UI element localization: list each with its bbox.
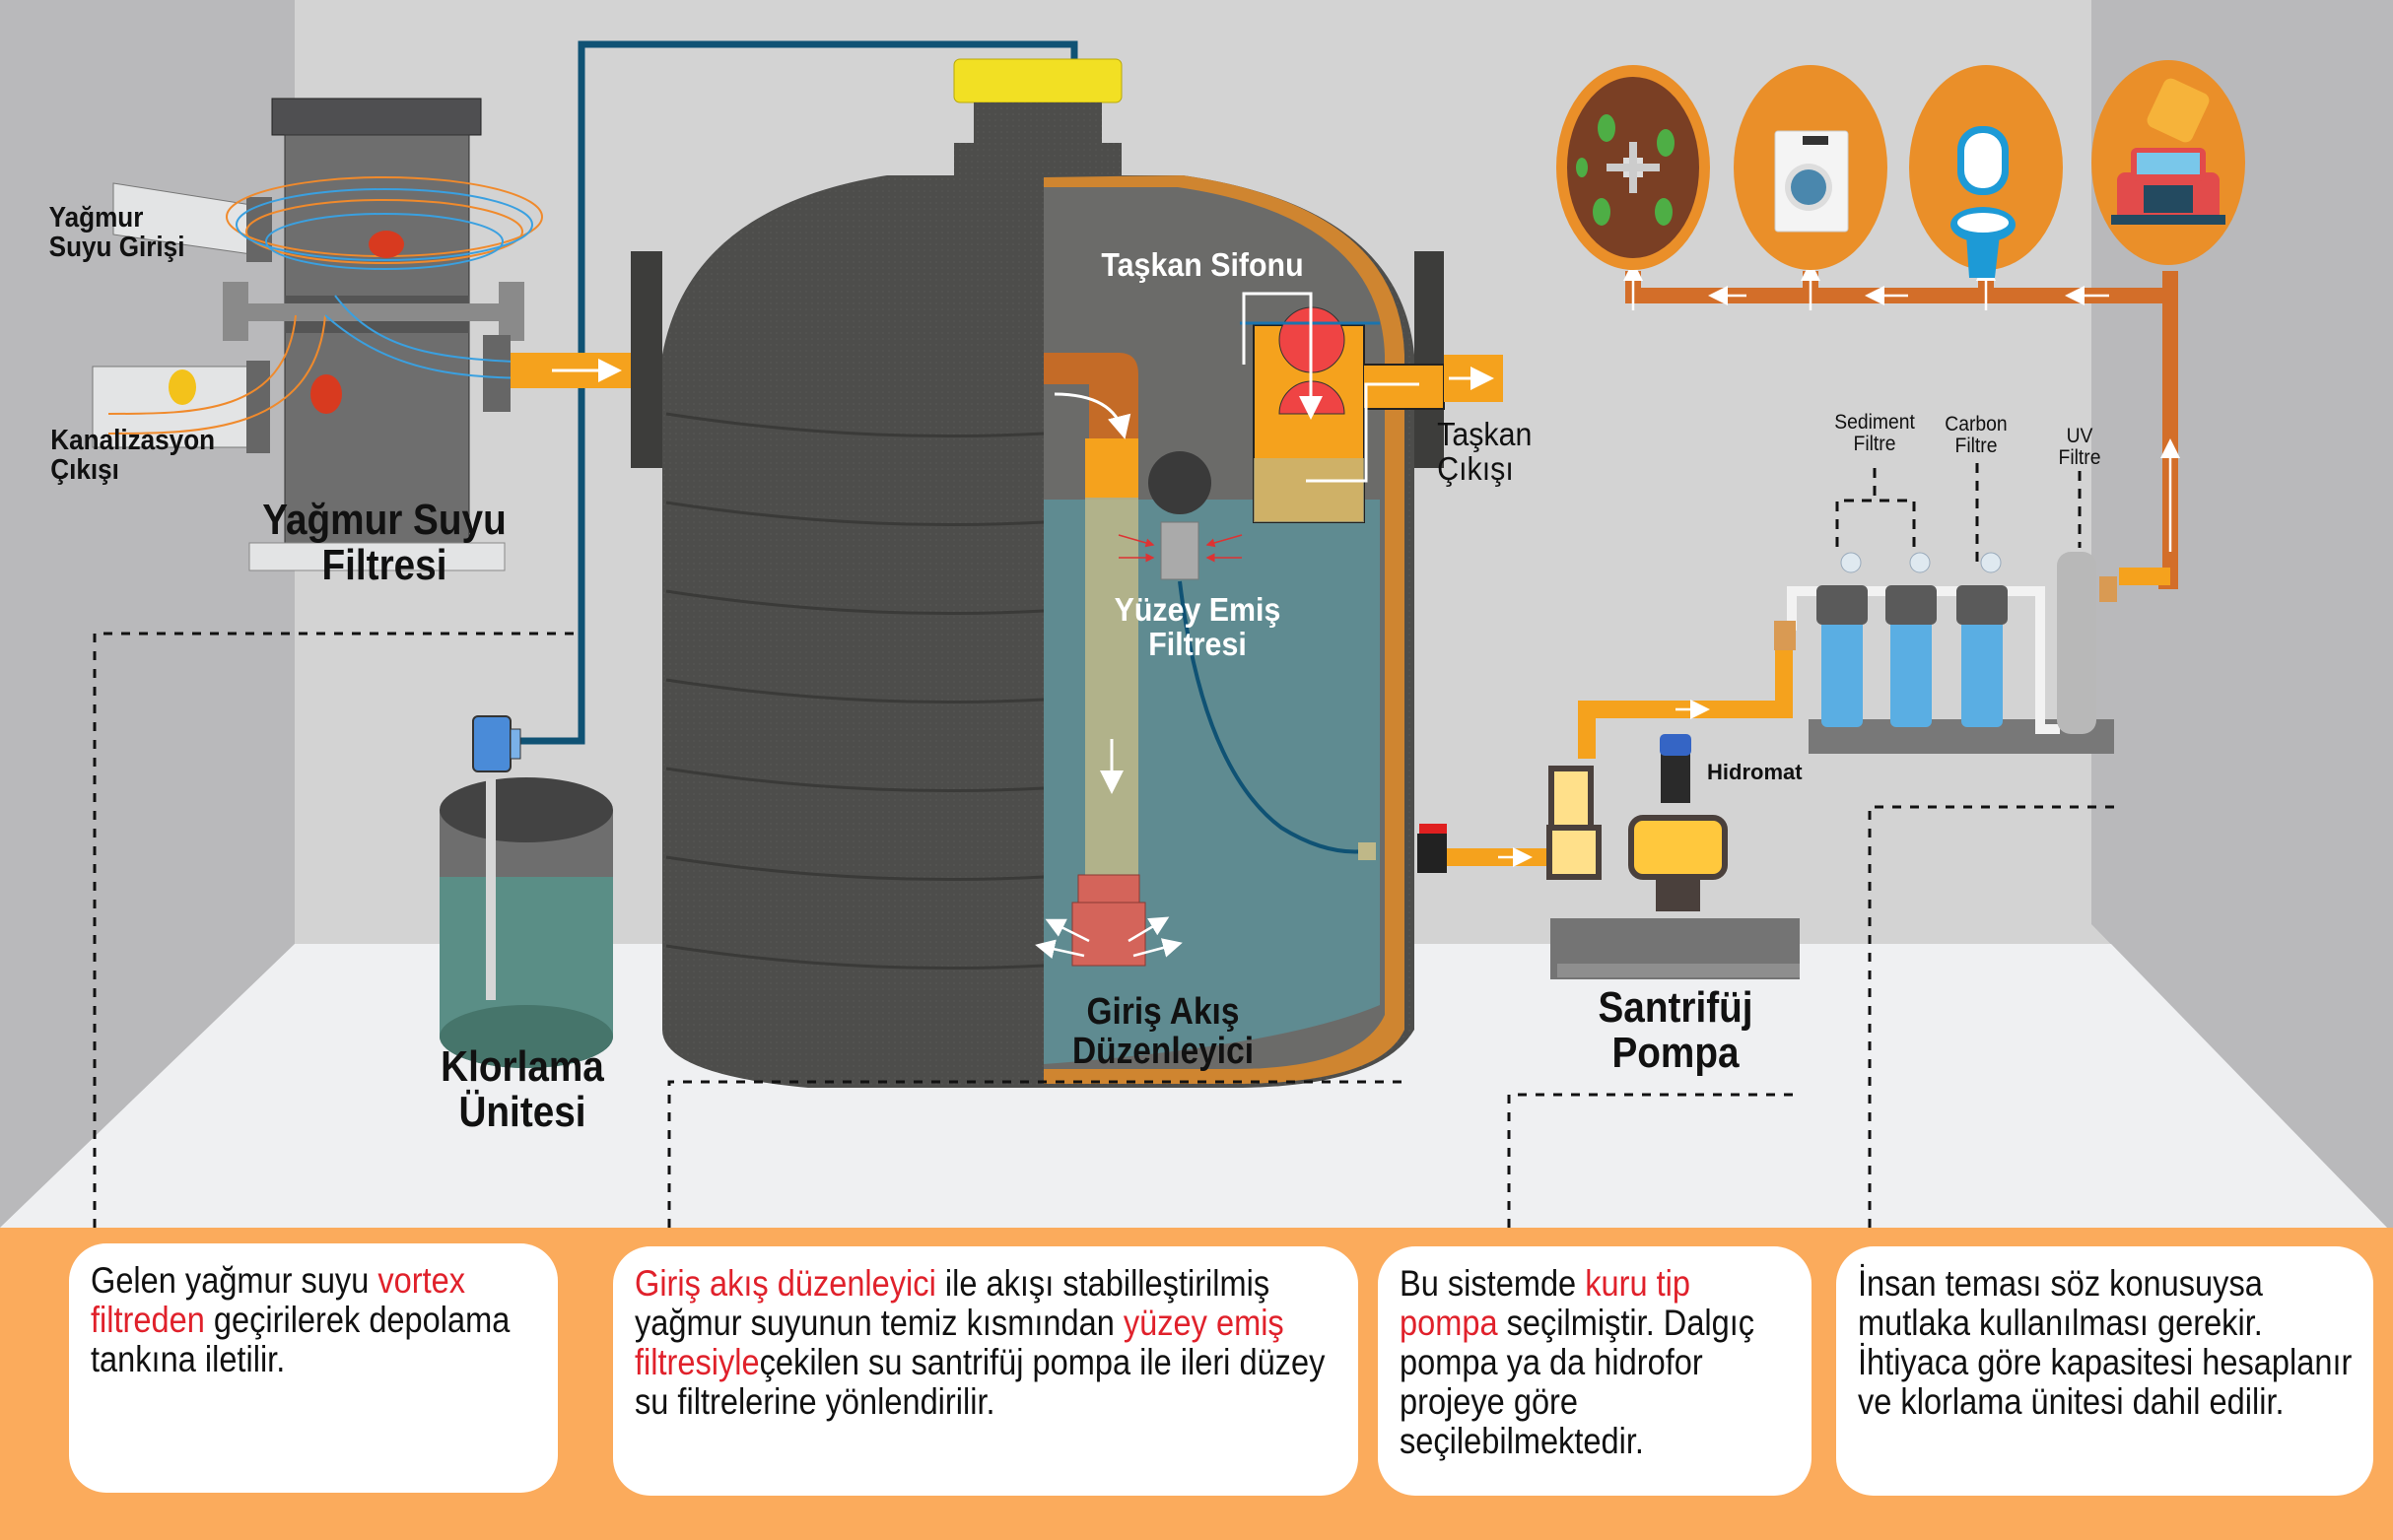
- label-flow-regulator: Giriş Akış Düzenleyici: [1042, 991, 1284, 1072]
- card-text: İnsan teması söz konusuysa mutlaka kulla…: [1858, 1264, 2354, 1422]
- label-line: Ünitesi: [458, 1088, 586, 1137]
- card-text-segment: geçirilerek depolama tankına iletilir.: [91, 1300, 511, 1379]
- highlighted-text: kuru tip pompa: [1400, 1263, 1690, 1343]
- label-uv-filter: UV Filtre: [2043, 425, 2116, 470]
- label-line: Yağmur: [48, 202, 144, 234]
- label-line: Klorlama: [441, 1042, 604, 1091]
- label-line: Giriş Akış: [1086, 991, 1240, 1033]
- label-line: UV: [2066, 425, 2093, 447]
- pump-assembly: [1417, 640, 1800, 979]
- callout-lines: [93, 632, 2117, 1228]
- label-line: Çıkışı: [50, 454, 119, 487]
- card-text: Gelen yağmur suyu vortex filtreden geçir…: [91, 1261, 537, 1379]
- label-chlorination-unit: Klorlama Ünitesi: [410, 1042, 636, 1137]
- label-line: Yüzey Emiş: [1114, 591, 1281, 628]
- label-carbon-filter: Carbon Filtre: [1931, 413, 2021, 458]
- usage-icon-toilet: [1909, 65, 2063, 278]
- label-line: Düzenleyici: [1071, 1030, 1254, 1072]
- label-surface-filter: Yüzey Emiş Filtresi: [1079, 591, 1315, 662]
- info-card-flow-regulator: Giriş akış düzenleyici ile akışı stabill…: [613, 1246, 1358, 1496]
- highlighted-text: Giriş akış düzenleyici: [635, 1263, 936, 1304]
- info-card-chlorination: İnsan teması söz konusuysa mutlaka kulla…: [1836, 1246, 2373, 1496]
- label-line: Carbon: [1945, 413, 2008, 435]
- label-line: Taşkan: [1437, 416, 1533, 452]
- sprinkler-icon: [1576, 114, 1675, 226]
- storage-tank: [631, 58, 1503, 1088]
- label-line: Sediment: [1834, 411, 1915, 434]
- label-hidromat: Hidromat: [1707, 760, 1803, 784]
- tank-lid: [953, 58, 1123, 103]
- car-wash-icon: [2111, 78, 2225, 225]
- label-line: Santrifüj: [1598, 983, 1753, 1032]
- label-line: Suyu Girişi: [48, 232, 185, 264]
- label-line: Pompa: [1611, 1029, 1740, 1078]
- label-sewer-outlet: Kanalizasyon Çıkışı: [50, 426, 215, 486]
- card-text-segment: çekilen su santrifüj pompa ile ileri düz…: [635, 1342, 1326, 1422]
- usage-icon-car-wash: [2091, 60, 2245, 265]
- card-text-segment: seçilmiştir. Dalgıç pompa ya da hidrofor…: [1400, 1303, 1755, 1461]
- card-text: Bu sistemde kuru tip pompa seçilmiştir. …: [1400, 1264, 1791, 1461]
- left-wall: [0, 0, 295, 1228]
- info-card-vortex-filter: Gelen yağmur suyu vortex filtreden geçir…: [69, 1243, 558, 1493]
- label-line: Filtre: [1853, 433, 1896, 456]
- label-centrifugal-pump: Santrifüj Pompa: [1563, 983, 1789, 1078]
- card-text-segment: ile akışı stabilleştirilmiş yağmur suyun…: [635, 1263, 1270, 1343]
- label-rain-filter: Yağmur Suyu Filtresi: [245, 496, 523, 590]
- info-card-pump: Bu sistemde kuru tip pompa seçilmiştir. …: [1378, 1246, 1812, 1496]
- card-text: Giriş akış düzenleyici ile akışı stabill…: [635, 1264, 1338, 1422]
- toilet-icon: [1950, 126, 2016, 278]
- label-line: Çıkışı: [1437, 449, 1514, 487]
- card-text-segment: Gelen yağmur suyu: [91, 1260, 378, 1301]
- rain-water-filter: [92, 98, 632, 571]
- label-line: Kanalizasyon: [50, 425, 216, 456]
- card-text-segment: Bu sistemde: [1400, 1263, 1586, 1304]
- label-sediment-filter: Sediment Filtre: [1820, 411, 1929, 456]
- label-line: Filtresi: [1148, 625, 1247, 662]
- usage-icon-irrigation: [1556, 65, 1710, 270]
- label-overflow-siphon: Taşkan Sifonu: [1101, 246, 1304, 283]
- label-line: Yağmur Suyu: [262, 496, 507, 544]
- highlighted-text: yüzey emiş filtresiyle: [635, 1303, 1284, 1382]
- highlighted-text: vortex filtreden: [91, 1260, 466, 1340]
- label-overflow-outlet: Taşkan Çıkışı: [1437, 416, 1533, 487]
- filtration-rack: [1774, 463, 2117, 754]
- chlorination-unit: [440, 715, 613, 1068]
- label-line: Filtre: [2058, 446, 2101, 470]
- card-text-segment: İnsan teması söz konusuysa mutlaka kulla…: [1858, 1263, 2353, 1422]
- label-line: Filtre: [1954, 435, 1998, 458]
- label-rain-inlet: Yağmur Suyu Girişi: [49, 203, 185, 263]
- label-line: Filtresi: [321, 541, 447, 590]
- usage-icon-washing-machine: [1734, 65, 1887, 270]
